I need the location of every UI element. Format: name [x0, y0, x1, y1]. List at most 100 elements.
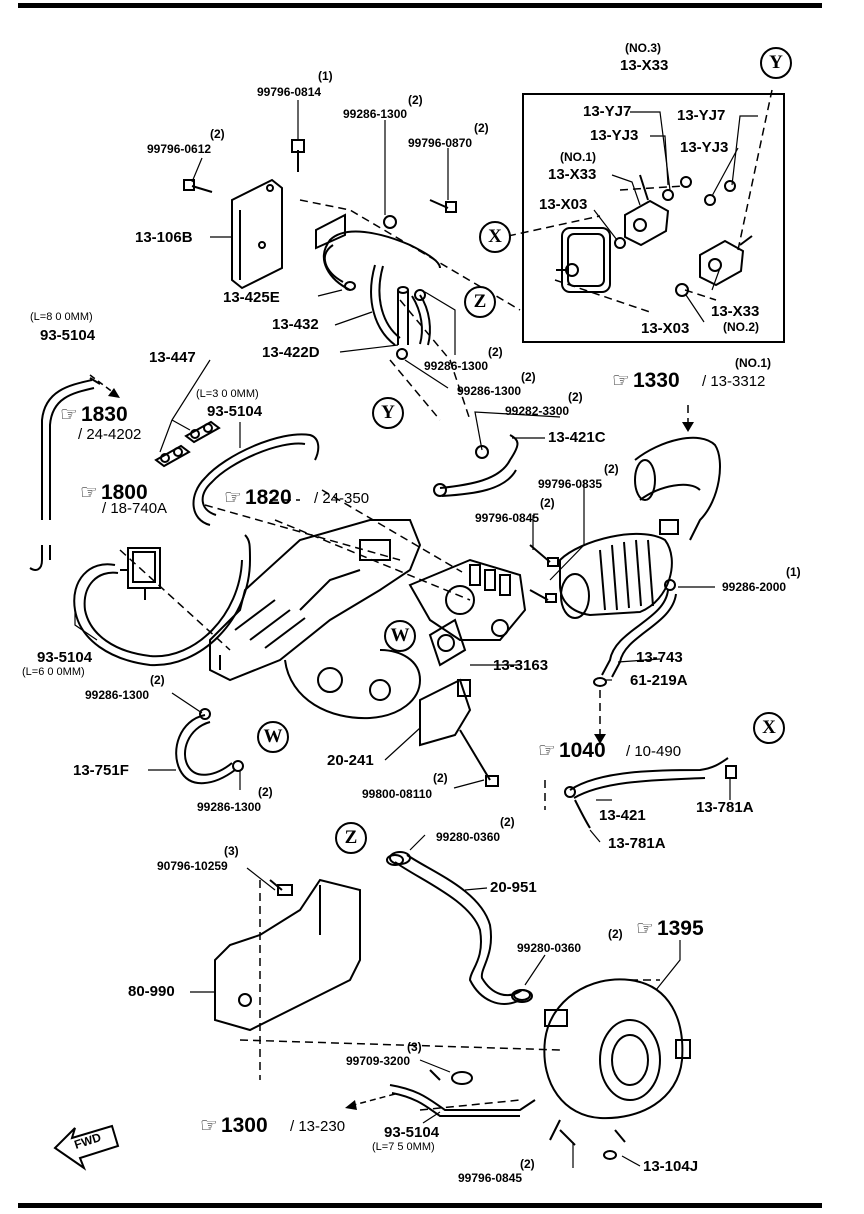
ref-1300[interactable]: ☞1300 [200, 1115, 268, 1136]
part-99286-1300-top: 99286-1300 [343, 107, 408, 121]
qty-99796-0814: (1) [318, 69, 333, 83]
part-99286-1300-b: 99286-1300 [197, 800, 262, 814]
part-99796-0870: 99796-0870 [408, 136, 473, 150]
ref-1300-number: 1300 [220, 1114, 268, 1137]
part-99796-0835: 99796-0835 [538, 477, 603, 491]
valve-no2-drawing [675, 235, 753, 297]
qty-99286-1300-l: (2) [150, 673, 165, 687]
part-13-x33-no2: 13-X33 [711, 303, 760, 320]
ref-1820-number: 1820 [244, 486, 292, 509]
part-80-990: 80-990 [128, 983, 175, 1000]
label-no3: (NO.3) [625, 41, 661, 55]
ref-1040-sub: / 10-490 [626, 743, 682, 760]
part-20-241: 20-241 [327, 752, 374, 769]
hose-left-800 [29, 377, 101, 571]
hose-600 [73, 534, 252, 667]
pointing-hand-icon: ☞ [224, 485, 242, 509]
ref-1330[interactable]: ☞1330 [612, 370, 680, 391]
ref-1820[interactable]: ☞1820 [224, 487, 292, 508]
part-13-x03-b: 13-X03 [641, 320, 690, 337]
part-13-447: 13-447 [149, 349, 196, 366]
ref-1330-no1: (NO.1) [735, 356, 771, 370]
canister-drawing [556, 227, 611, 293]
qty-99796-0835: (2) [604, 462, 619, 476]
length-600: (L=6 0 0MM) [22, 666, 85, 678]
ref-1395[interactable]: ☞1395 [636, 918, 704, 939]
ref-1800-sub: / 18-740A [102, 500, 168, 517]
qty-99280-0360-b: (2) [608, 927, 623, 941]
part-13-3163: 13-3163 [493, 657, 549, 674]
qty-90796-10259: (3) [224, 844, 239, 858]
throttle-body [408, 558, 527, 641]
part-93-5104-a: 93-5104 [40, 327, 96, 344]
qty-99796-0870: (2) [474, 121, 489, 135]
hose-300 [192, 433, 320, 526]
bracket-20-241 [419, 678, 472, 747]
qty-99709-3200: (3) [407, 1040, 422, 1054]
callout-z-top: Z [464, 286, 496, 318]
hose-13-743 [593, 579, 677, 687]
clamp-top [383, 215, 397, 229]
ref-1800[interactable]: ☞1800 [80, 482, 148, 503]
part-93-5104-b: 93-5104 [207, 403, 263, 420]
ref-1330-number: 1330 [632, 369, 680, 392]
part-99796-0612: 99796-0612 [147, 142, 212, 156]
washer-c [704, 194, 716, 206]
part-99286-1300-l: 99286-1300 [85, 688, 150, 702]
pointing-hand-icon: ☞ [200, 1113, 218, 1137]
qty-99796-0845-b: (2) [520, 1157, 535, 1171]
ref-1300-sub: / 13-230 [290, 1118, 346, 1135]
part-13-421c: 13-421C [548, 429, 606, 446]
part-99796-0814: 99796-0814 [257, 85, 322, 99]
vaporizer-regulator [543, 978, 691, 1141]
part-13-422d: 13-422D [262, 344, 320, 361]
part-99800-08110: 99800-08110 [362, 787, 433, 801]
part-13-425e: 13-425E [223, 289, 280, 306]
ref-1800-number: 1800 [100, 481, 148, 504]
part-13-yj7-a: 13-YJ7 [583, 103, 632, 120]
arrowheads [108, 388, 694, 1110]
bracket-13-106b [183, 139, 305, 290]
part-13-x33-no1: 13-X33 [548, 166, 597, 183]
part-13-yj3-b: 13-YJ3 [680, 139, 729, 156]
callout-w-mid: W [384, 620, 416, 652]
part-13-751f: 13-751F [73, 762, 129, 779]
bolt-99800-08110 [459, 729, 491, 781]
length-750: (L=7 5 0MM) [372, 1141, 435, 1153]
qty-99286-1300-y: (2) [521, 370, 536, 384]
hose-750 [389, 1084, 536, 1117]
intake-manifold [209, 519, 422, 720]
pointing-hand-icon: ☞ [636, 916, 654, 940]
hose-13-421c [433, 434, 519, 497]
qty-99800-08110: (2) [433, 771, 448, 785]
solenoid-valve [120, 547, 161, 600]
bracket-80-990 [214, 878, 361, 1032]
part-13-yj7-b: 13-YJ7 [677, 107, 726, 124]
length-800: (L=8 0 0MM) [30, 311, 93, 323]
ref-1040-number: 1040 [558, 739, 606, 762]
qty-99286-1300-z: (2) [488, 345, 503, 359]
ref-1395-number: 1395 [656, 917, 704, 940]
clip-99709-3200 [429, 1069, 441, 1081]
label-no1: (NO.1) [560, 150, 596, 164]
hose-13-751f [175, 708, 244, 785]
qty-99280-0360-a: (2) [500, 815, 515, 829]
ref-1040[interactable]: ☞1040 [538, 740, 606, 761]
qty-99796-0612: (2) [210, 127, 225, 141]
part-13-743: 13-743 [636, 649, 683, 666]
top-border [18, 3, 822, 8]
ref-1830[interactable]: ☞1830 [60, 404, 128, 425]
qty-99286-1300-b: (2) [258, 785, 273, 799]
qty-99286-1300-top: (2) [408, 93, 423, 107]
gasket-13-3163 [428, 618, 467, 667]
pointing-hand-icon: ☞ [538, 738, 556, 762]
washer-d [724, 180, 736, 192]
pointing-hand-icon: ☞ [612, 368, 630, 392]
label-no2: (NO.2) [723, 320, 759, 334]
part-93-5104-d: 93-5104 [384, 1124, 440, 1141]
part-99282-3300: 99282-3300 [505, 404, 570, 418]
hose-20-951 [389, 851, 533, 1005]
leader-lines [74, 100, 758, 1168]
